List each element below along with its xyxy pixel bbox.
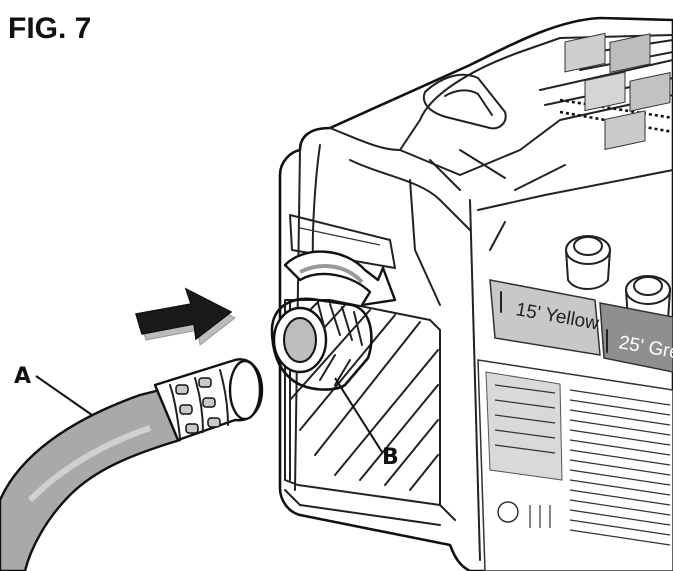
- callout-a-label: A: [14, 364, 31, 389]
- rotate-arrow-icon: [283, 250, 397, 307]
- figure-title: FIG. 7: [8, 12, 91, 45]
- callout-b: B: [334, 377, 399, 470]
- connector-nut-icon: [270, 297, 373, 391]
- callout-a: A: [14, 364, 93, 416]
- top-icon-grid: [564, 32, 671, 151]
- cable-length-panels: 15' Yellow 25' Green: [489, 279, 673, 373]
- control-knob-left: [565, 235, 611, 290]
- callout-b-label: B: [382, 445, 399, 470]
- push-arrow-icon: [135, 287, 236, 346]
- machine-body: 15' Yellow 25' Green: [278, 16, 673, 571]
- warning-label-plate: [477, 359, 673, 571]
- hose-icon: [0, 358, 264, 571]
